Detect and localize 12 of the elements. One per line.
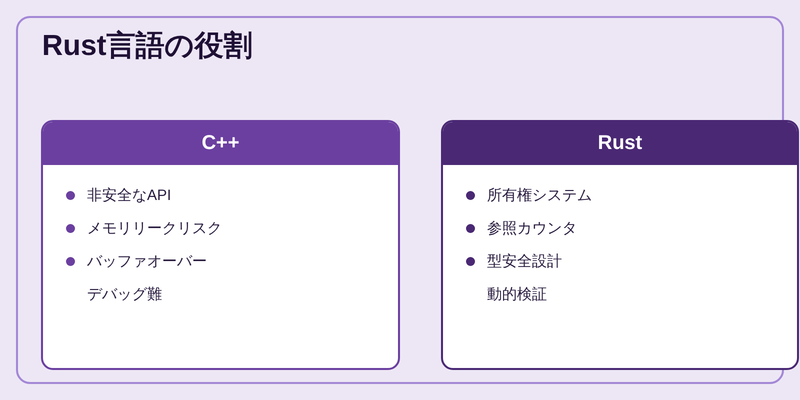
card-header: Rust bbox=[443, 122, 797, 165]
card bbox=[41, 120, 400, 370]
list-text: 参照カウンタ bbox=[487, 219, 577, 239]
list-text: 所有権システム bbox=[487, 186, 592, 206]
list-text: 非安全なAPI bbox=[87, 186, 172, 206]
list-text: デバッグ難 bbox=[87, 285, 162, 305]
list-text: メモリリークリスク bbox=[87, 219, 222, 239]
heading: Rust言語の役割 bbox=[42, 29, 252, 63]
list-text: 型安全設計 bbox=[487, 252, 562, 272]
list-text: 動的検証 bbox=[487, 285, 547, 305]
list-text: バッファオーバー bbox=[87, 252, 207, 272]
card-header: C++ bbox=[43, 122, 398, 165]
